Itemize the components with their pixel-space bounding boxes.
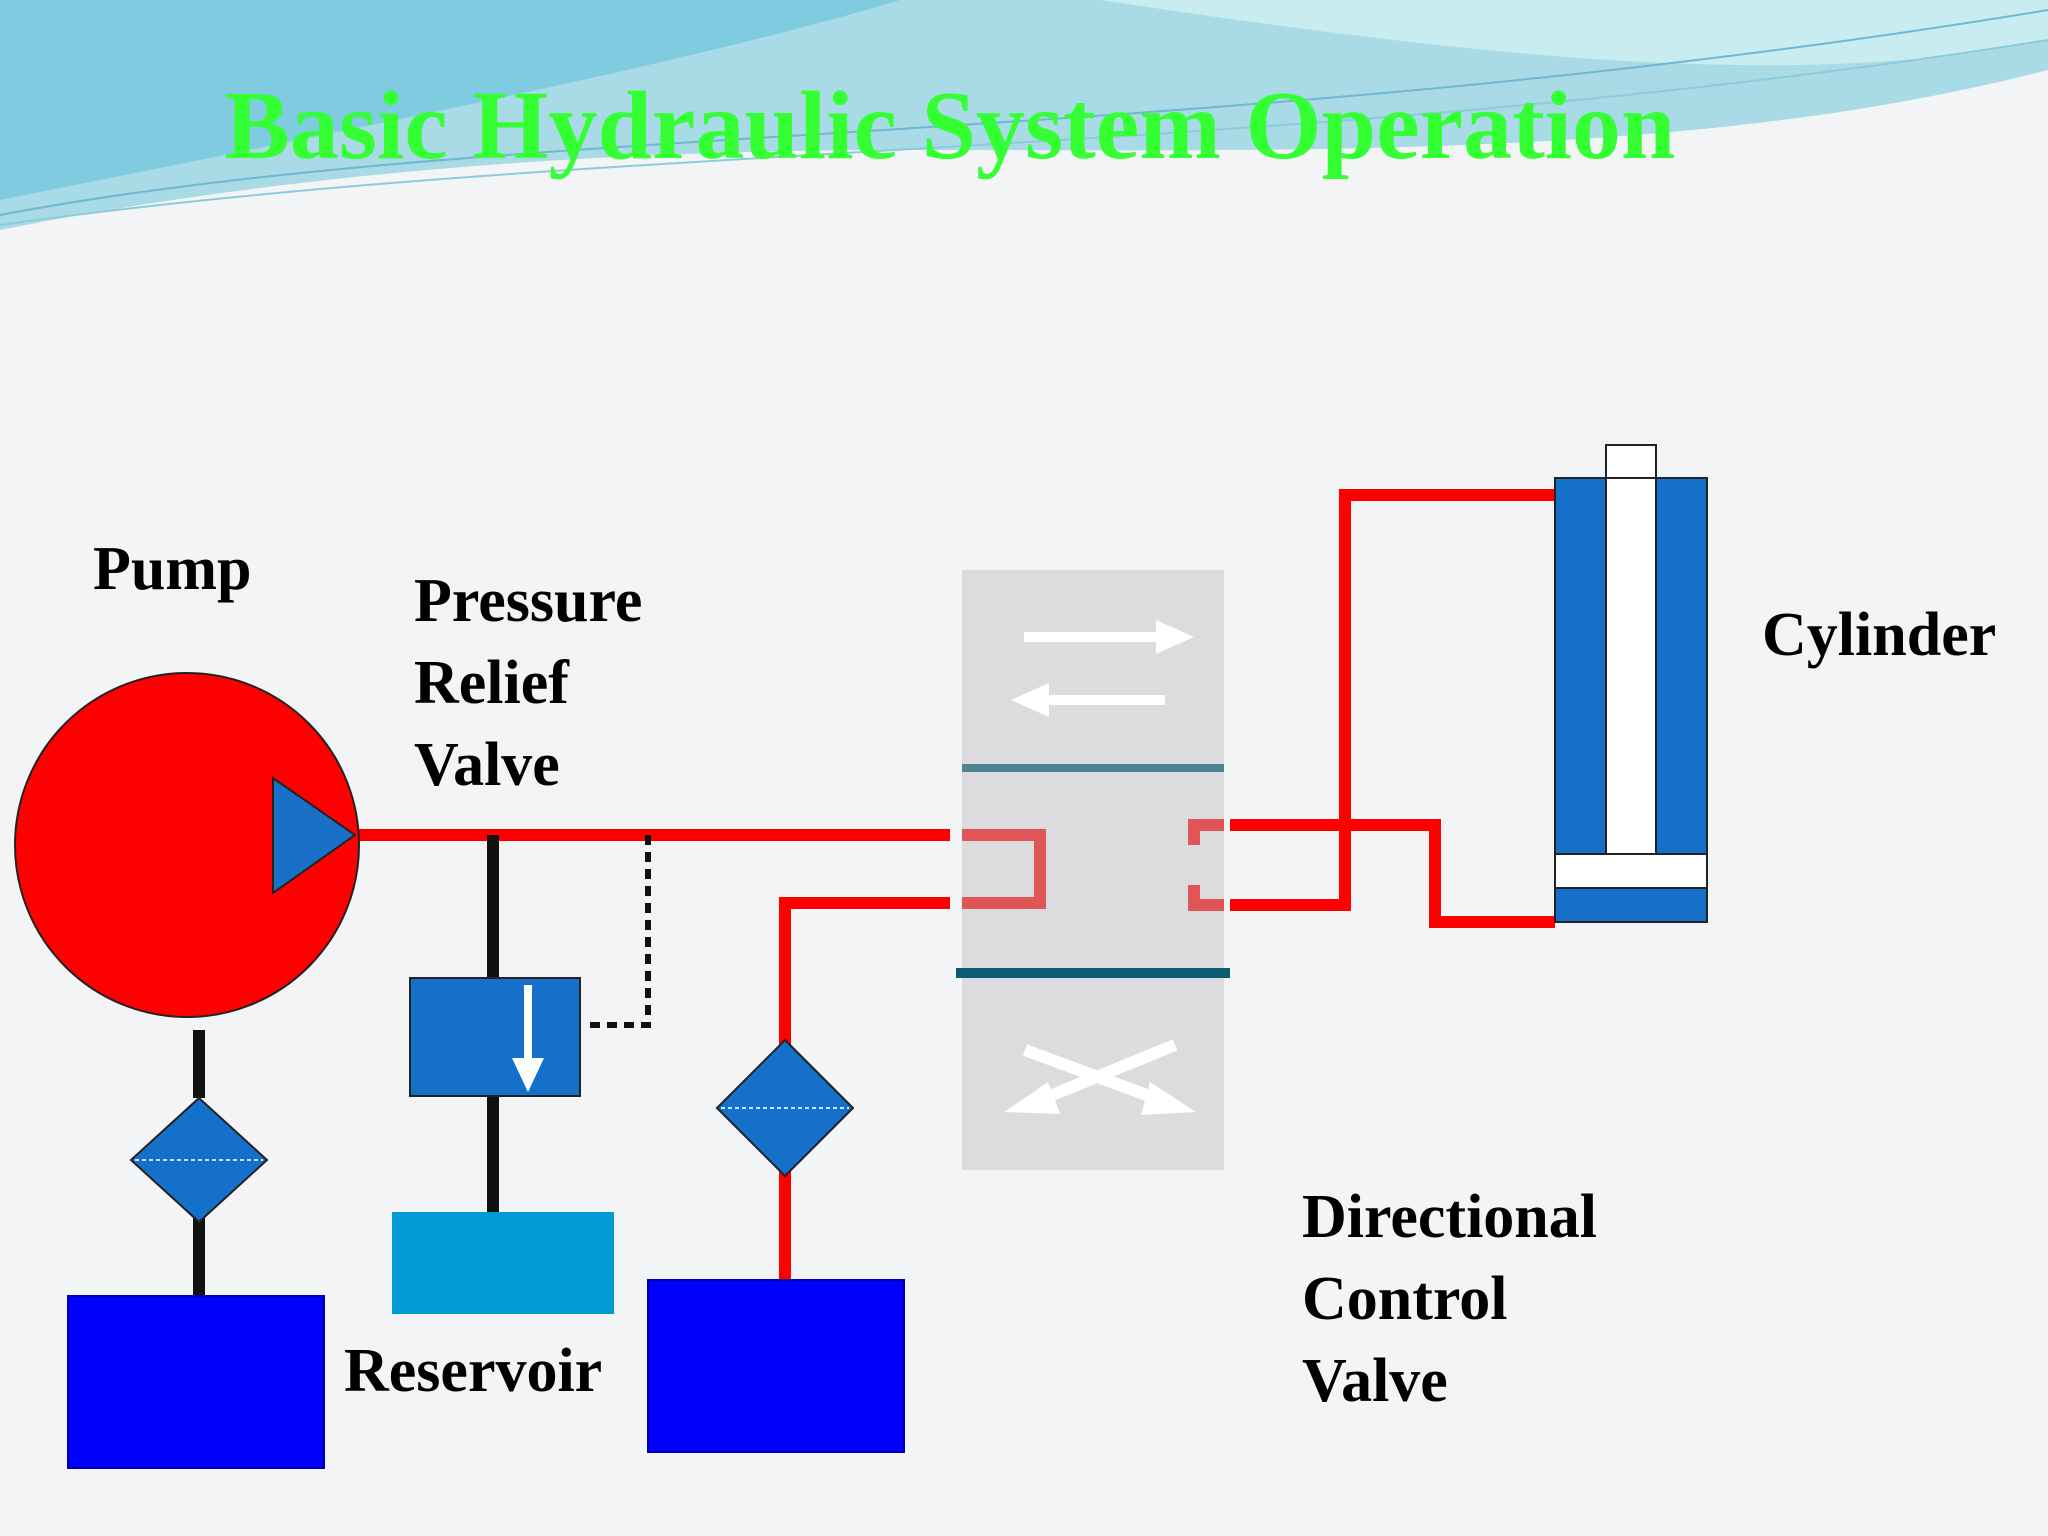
pilot-line-dotted: [588, 835, 651, 1028]
relief-reservoir: [392, 1212, 614, 1314]
directional-valve-label-line-2: Control: [1302, 1265, 1508, 1333]
cylinder: [1554, 444, 1708, 923]
directional-valve-label-line-3: Valve: [1302, 1347, 1448, 1415]
directional-valve-label-line-1: Directional: [1302, 1183, 1598, 1251]
pressure-relief-valve: [409, 977, 581, 1097]
pump: [14, 672, 360, 1018]
crossed-arrows-icon: [1004, 1039, 1196, 1115]
relief-valve-label: Pressure Relief Valve: [414, 560, 642, 806]
pump-label: Pump: [93, 535, 252, 603]
return-filter: [715, 1038, 855, 1178]
pump-filter: [129, 1096, 269, 1224]
relief-valve-label-line-1: Pressure: [414, 567, 643, 635]
parallel-arrows-icon: [1011, 620, 1194, 717]
cylinder-label: Cylinder: [1762, 601, 1997, 669]
relief-valve-label-line-2: Relief: [414, 649, 569, 717]
cylinder-rod-line: [1230, 819, 1555, 928]
header-wave: [0, 0, 2048, 230]
piston: [1554, 853, 1708, 889]
reservoir-label: Reservoir: [344, 1337, 603, 1405]
relief-arrow-icon: [512, 1058, 544, 1092]
blocked-ports: [962, 819, 1224, 911]
slide-title: Basic Hydraulic System Operation: [224, 72, 1676, 180]
return-reservoir: [647, 1279, 905, 1453]
cylinder-cap-line: [1230, 489, 1555, 831]
pump-arrow-icon: [272, 776, 357, 895]
directional-valve-label: Directional Control Valve: [1302, 1176, 1597, 1422]
relief-valve-label-line-3: Valve: [414, 731, 560, 799]
pressure-lines: [355, 489, 1555, 1280]
pump-reservoir: [67, 1295, 325, 1469]
black-lines: [193, 835, 499, 1296]
directional-control-valve: [956, 570, 1230, 1170]
